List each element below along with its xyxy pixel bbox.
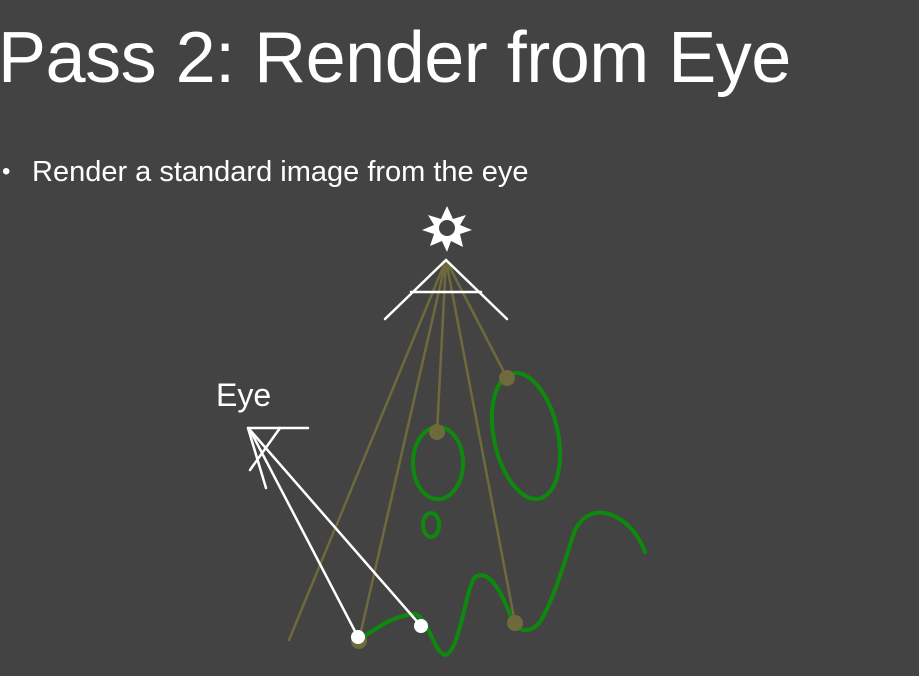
light-ray xyxy=(357,258,448,642)
ground-curve xyxy=(356,510,647,658)
eye-rays xyxy=(248,428,423,639)
scene-geometry xyxy=(356,371,647,658)
eye-ray xyxy=(248,428,360,639)
light-sample-point xyxy=(429,424,445,440)
eye-sample-point xyxy=(351,630,365,644)
tiny-ellipse xyxy=(421,511,441,539)
bullet-marker: • xyxy=(2,158,11,185)
light-ray xyxy=(444,258,517,625)
light-rays xyxy=(287,258,517,642)
light-sample-point xyxy=(507,615,523,631)
eye-ray xyxy=(248,428,423,628)
light-frustum-icon xyxy=(383,258,509,321)
eye-sample-points xyxy=(351,619,428,644)
light-ray xyxy=(287,258,448,642)
sun-icon xyxy=(422,206,472,252)
light-sample-point xyxy=(499,370,515,386)
bullet-text: Render a standard image from the eye xyxy=(32,156,529,188)
slide-title: Pass 2: Render from Eye xyxy=(0,18,791,98)
light-ray xyxy=(435,258,448,434)
light-ray xyxy=(444,258,509,380)
eye-label: Eye xyxy=(216,377,271,413)
eye-sample-point xyxy=(414,619,428,633)
tall-ellipse xyxy=(489,371,563,501)
